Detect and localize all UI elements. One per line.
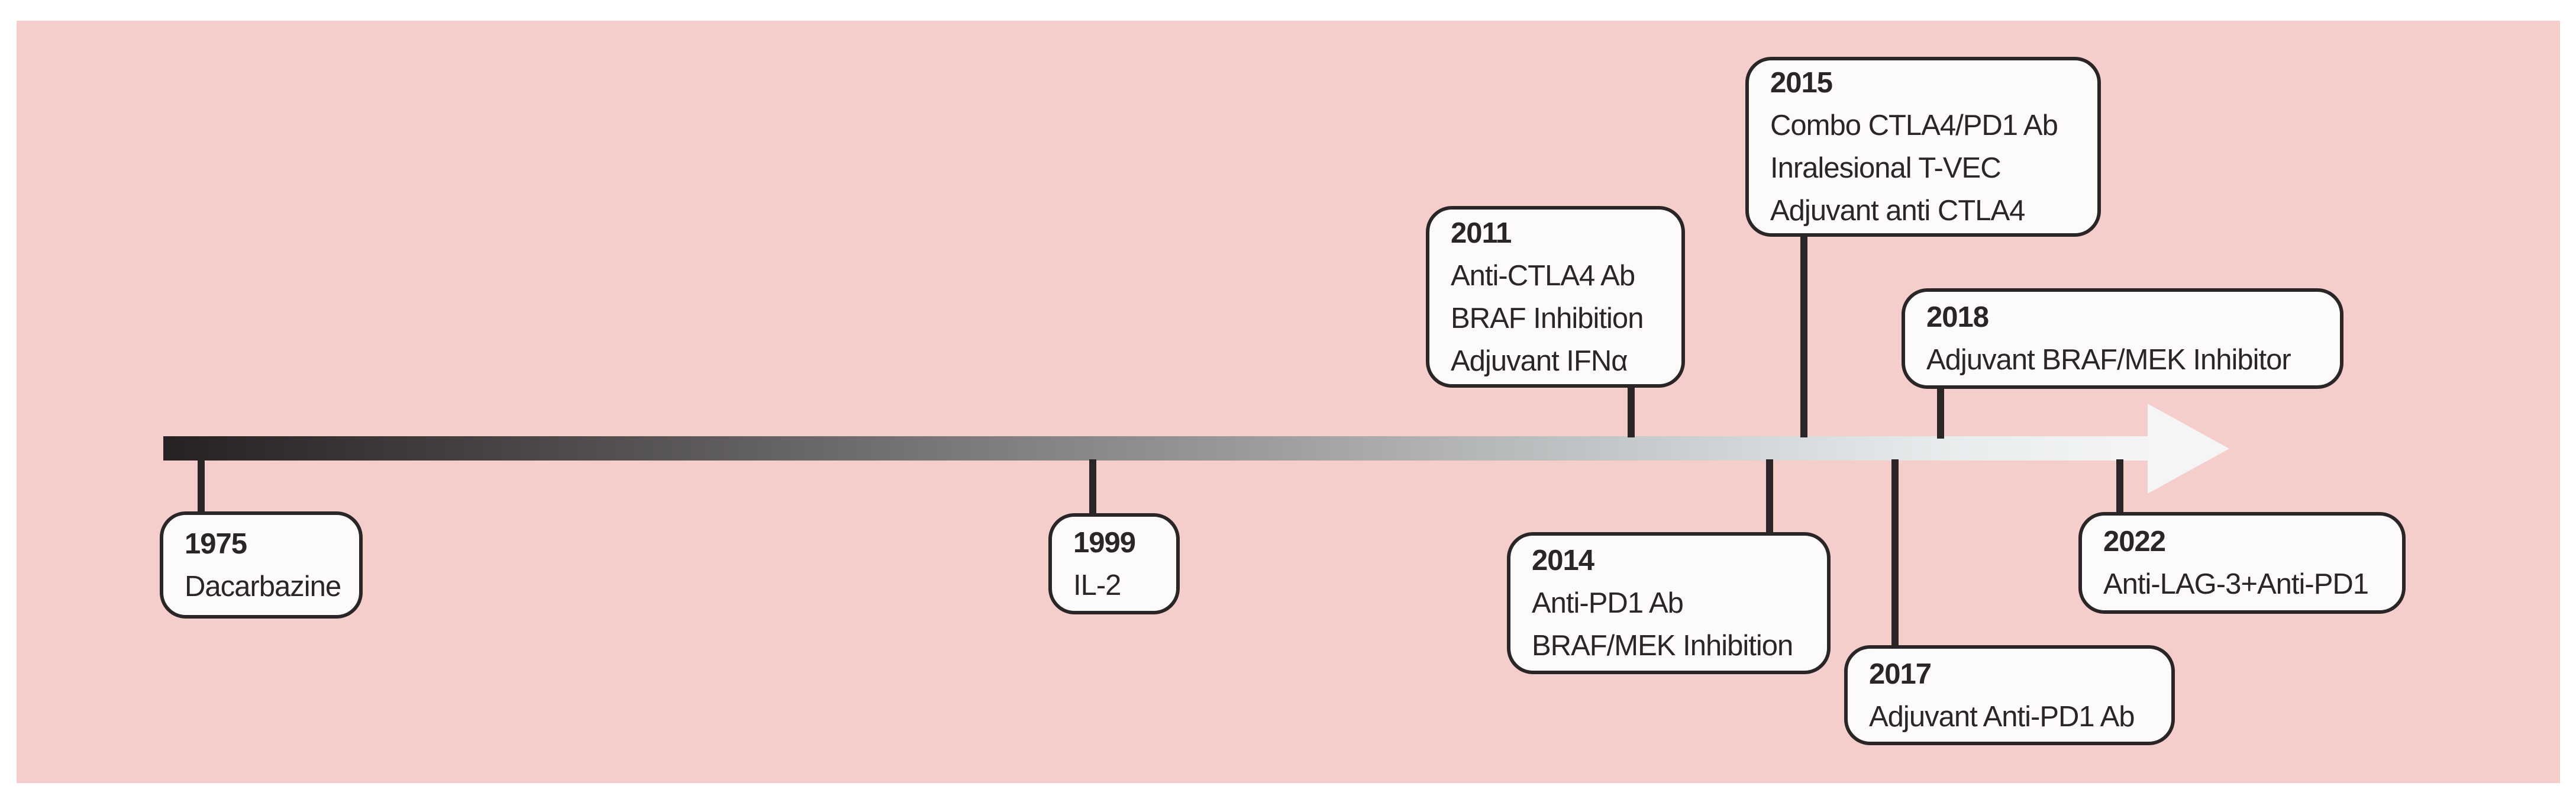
event-year: 2017 <box>1869 658 1932 690</box>
tick-1975 <box>198 459 205 514</box>
event-box-1975: 1975 Dacarbazine <box>160 511 363 619</box>
event-year: 1999 <box>1073 526 1136 559</box>
event-label: Dacarbazine <box>185 570 341 603</box>
event-year: 1975 <box>185 527 247 560</box>
event-box-2011: 2011 Anti-CTLA4 Ab BRAF Inhibition Adjuv… <box>1426 206 1685 388</box>
event-label: IL-2 <box>1073 569 1121 601</box>
background-panel <box>17 21 2560 783</box>
event-label: Adjuvant IFNα <box>1451 344 1628 377</box>
event-label: Anti-PD1 Ab <box>1532 587 1684 619</box>
event-box-2015: 2015 Combo CTLA4/PD1 Ab Inralesional T-V… <box>1745 57 2101 237</box>
event-label: Adjuvant BRAF/MEK Inhibitor <box>1926 344 2291 376</box>
event-label: Anti-CTLA4 Ab <box>1451 259 1635 292</box>
event-label: BRAF/MEK Inhibition <box>1532 630 1793 662</box>
event-box-2017: 2017 Adjuvant Anti-PD1 Ab <box>1844 645 2175 745</box>
event-label: Anti-LAG-3+Anti-PD1 <box>2103 568 2369 600</box>
event-box-2014: 2014 Anti-PD1 Ab BRAF/MEK Inhibition <box>1507 532 1831 674</box>
tick-2011 <box>1628 387 1635 437</box>
timeline-arrowhead-icon <box>2148 404 2229 494</box>
event-label: Inralesional T-VEC <box>1770 152 2002 184</box>
timeline-arrow-shaft <box>163 436 2152 461</box>
tick-2018 <box>1937 388 1944 439</box>
tick-2015 <box>1800 236 1807 437</box>
event-label: BRAF Inhibition <box>1451 302 1644 334</box>
event-year: 2022 <box>2103 526 2166 558</box>
event-year: 2018 <box>1926 301 1989 333</box>
tick-2022 <box>2116 459 2123 514</box>
event-label: Combo CTLA4/PD1 Ab <box>1770 110 2058 141</box>
event-box-2022: 2022 Anti-LAG-3+Anti-PD1 <box>2078 512 2406 614</box>
event-label: Adjuvant Anti-PD1 Ab <box>1869 700 2135 733</box>
event-year: 2011 <box>1451 217 1512 249</box>
tick-1999 <box>1089 459 1096 516</box>
event-label: Adjuvant anti CTLA4 <box>1770 195 2025 227</box>
event-box-2018: 2018 Adjuvant BRAF/MEK Inhibitor <box>1902 288 2343 389</box>
event-year: 2014 <box>1532 545 1594 577</box>
event-year: 2015 <box>1770 67 1833 99</box>
tick-2014 <box>1766 459 1773 534</box>
tick-2017 <box>1891 459 1899 648</box>
event-box-1999: 1999 IL-2 <box>1048 513 1180 614</box>
